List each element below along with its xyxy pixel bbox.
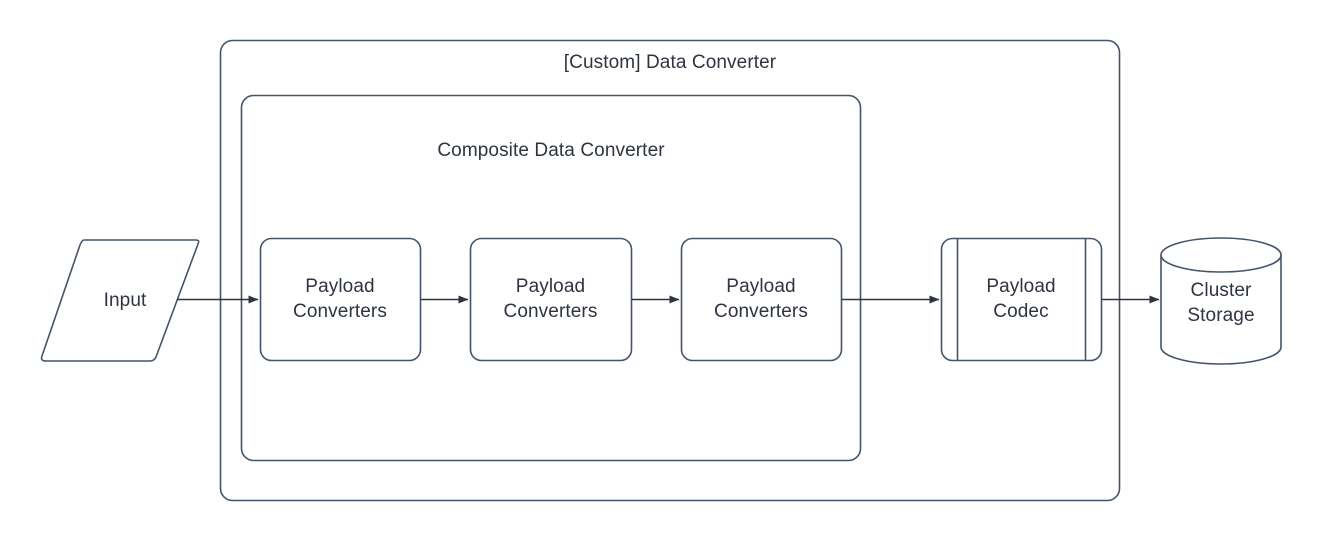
node-payload-codec[interactable]	[940, 237, 1103, 362]
node-payload-converters-3[interactable]	[680, 237, 843, 362]
group-title-custom-data-converter: [Custom] Data Converter	[563, 52, 777, 73]
group-title-composite-data-converter: Composite Data Converter	[437, 140, 665, 161]
node-cluster-storage[interactable]	[1160, 237, 1282, 365]
node-payload-converters-1[interactable]	[259, 237, 422, 362]
node-input[interactable]	[40, 239, 200, 362]
node-payload-converters-2[interactable]	[469, 237, 633, 362]
